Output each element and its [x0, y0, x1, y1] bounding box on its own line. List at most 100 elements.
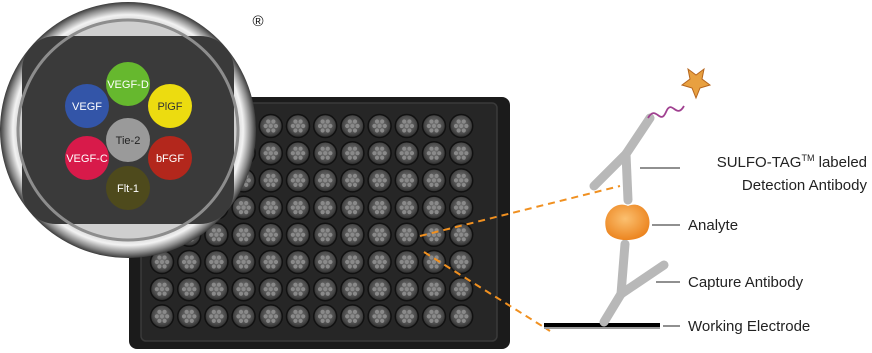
capture-antibody-label: Capture Antibody: [688, 274, 804, 291]
well-spot-dot: [456, 173, 461, 178]
well-spot-dot: [268, 259, 273, 265]
well-spot-dot: [380, 282, 385, 287]
well-spot-dot: [216, 237, 222, 242]
well-spot-dot: [298, 119, 303, 124]
well-spot-dot: [380, 173, 385, 178]
well-spot-dot: [461, 228, 466, 233]
well-spot-dot: [317, 259, 323, 265]
well-spot-dot: [434, 237, 439, 242]
well-spot-dot: [317, 151, 323, 156]
well-spot-dot: [429, 255, 434, 260]
well-spot-dot: [380, 318, 385, 324]
well-spot-dot: [295, 123, 301, 129]
well-spot-dot: [456, 210, 461, 215]
well-spot-dot: [295, 314, 301, 319]
well-spot-dot: [426, 314, 431, 319]
well-spot-dot: [271, 291, 276, 296]
working-electrode-shadow: [544, 327, 660, 329]
well-spot-dot: [159, 287, 165, 292]
well-spot-dot: [380, 182, 385, 188]
well-spot-dot: [273, 232, 279, 237]
well-spot-dot: [407, 128, 412, 133]
well-spot-dot: [271, 309, 276, 314]
well-spot-dot: [347, 128, 352, 133]
well-spot-dot: [380, 210, 385, 215]
well-spot-dot: [380, 291, 385, 296]
well-spot-dot: [159, 259, 165, 265]
well-spot-dot: [328, 259, 333, 265]
well-spot-dot: [268, 232, 273, 237]
well-spot-dot: [298, 309, 303, 314]
well-spot-dot: [407, 291, 412, 296]
well-spot-dot: [238, 318, 244, 324]
well-spot-dot: [434, 155, 439, 160]
well-spot-dot: [350, 123, 355, 129]
well-spot-dot: [453, 205, 459, 210]
well-spot-dot: [189, 318, 194, 324]
well-spot-dot: [263, 232, 268, 237]
well-spot-dot: [295, 232, 301, 237]
well-spot-dot: [162, 255, 167, 260]
well-spot-dot: [453, 287, 459, 292]
well-spot-dot: [236, 232, 241, 237]
well-spot-dot: [211, 255, 216, 260]
well-spot-dot: [271, 128, 276, 133]
well-spot-dot: [293, 318, 298, 324]
well-spot-dot: [325, 228, 330, 233]
well-spot-dot: [464, 232, 469, 237]
well-spot-dot: [184, 318, 189, 324]
analyte-molecule: [605, 204, 650, 241]
well-spot-dot: [241, 314, 246, 319]
well-spot-dot: [211, 318, 216, 324]
well-spot-dot: [437, 123, 442, 129]
well-spot-dot: [453, 151, 459, 156]
well-spot-dot: [301, 178, 306, 183]
well-spot-dot: [317, 314, 323, 319]
well-spot-dot: [317, 178, 323, 183]
well-spot-dot: [209, 314, 214, 319]
well-spot-dot: [437, 178, 442, 183]
well-spot-dot: [157, 264, 162, 269]
well-spot-dot: [293, 173, 298, 178]
well-spot-dot: [429, 119, 434, 124]
well-spot-dot: [350, 205, 355, 210]
well-spot-dot: [273, 151, 279, 156]
spot-label-tie-2: Tie-2: [116, 135, 141, 147]
well-spot-dot: [290, 178, 295, 183]
well-spot-dot: [409, 314, 415, 319]
well-spot-dot: [350, 232, 355, 237]
well-spot-dot: [244, 237, 249, 242]
well-spot-dot: [399, 232, 404, 237]
well-spot-dot: [273, 259, 279, 265]
well-spot-dot: [216, 255, 222, 260]
well-spot-dot: [184, 309, 189, 314]
well-spot-dot: [238, 200, 244, 206]
well-spot-dot: [347, 119, 352, 124]
well-spot-dot: [453, 123, 459, 129]
well-spot-dot: [352, 228, 358, 233]
well-spot-dot: [268, 151, 273, 156]
well-spot-dot: [352, 318, 358, 324]
well-spot-dot: [298, 128, 303, 133]
well-spot-dot: [323, 123, 328, 129]
well-spot-dot: [216, 309, 222, 314]
well-spot-dot: [352, 309, 358, 314]
well-spot-dot: [181, 314, 187, 319]
well-spot-dot: [325, 291, 330, 296]
well-spot-dot: [377, 232, 382, 237]
well-spot-dot: [209, 259, 214, 265]
well-spot-dot: [271, 155, 276, 160]
well-spot-dot: [355, 151, 360, 156]
well-spot-dot: [328, 287, 333, 292]
well-spot-dot: [271, 318, 276, 324]
well-spot-dot: [293, 155, 298, 160]
well-spot-dot: [328, 314, 333, 319]
well-spot-dot: [352, 119, 358, 124]
well-spot-dot: [244, 291, 249, 296]
well-spot-dot: [295, 205, 301, 210]
well-spot-dot: [298, 255, 303, 260]
well-spot-dot: [317, 205, 323, 210]
well-spot-dot: [263, 151, 268, 156]
well-spot-dot: [271, 255, 276, 260]
